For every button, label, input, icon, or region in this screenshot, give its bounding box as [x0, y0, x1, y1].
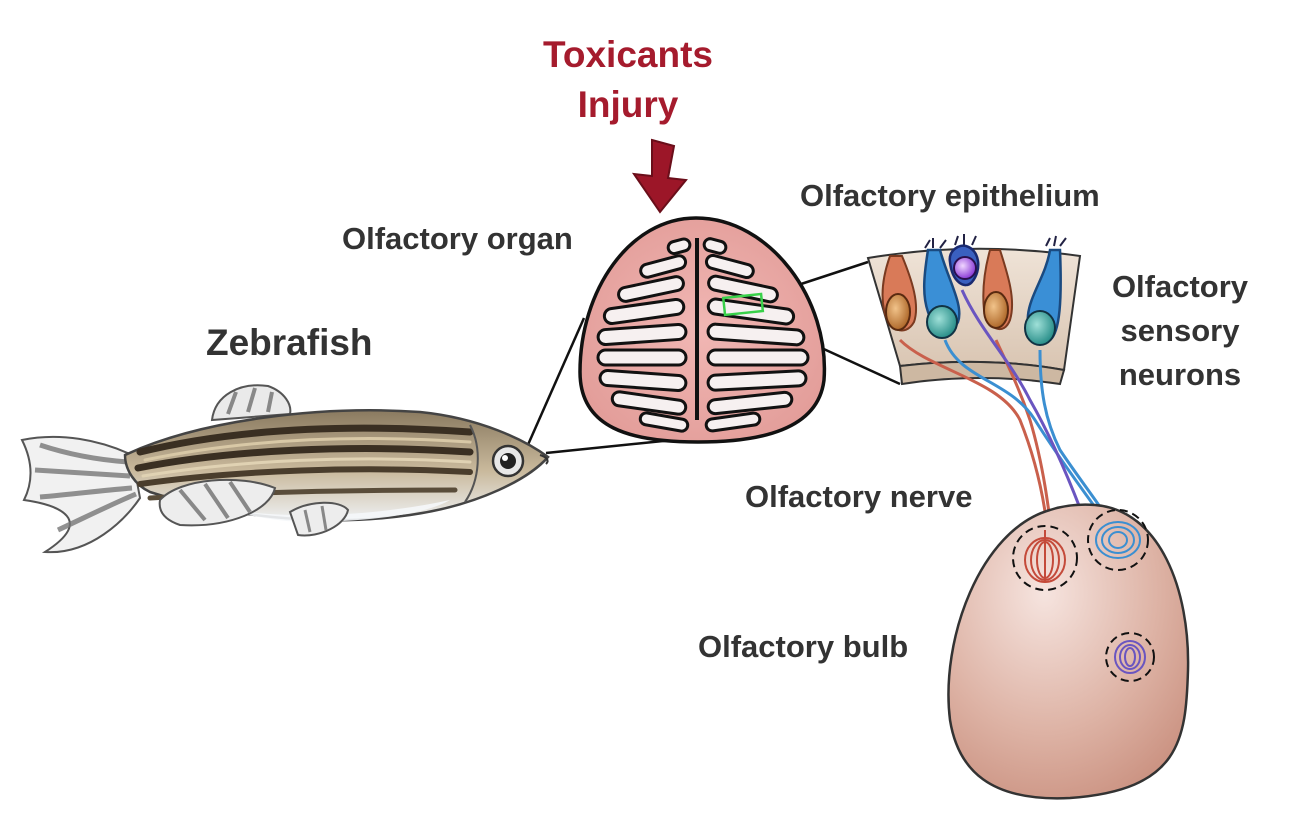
olfactory-bulb	[947, 503, 1190, 800]
sensory-neuron-purple	[948, 234, 980, 287]
olfactory-sensory-neurons-label-line3: neurons	[1118, 357, 1242, 392]
olfactory-organ-rosette	[578, 216, 827, 444]
zebrafish-illustration	[20, 384, 550, 554]
injury-label: Injury	[577, 84, 679, 125]
zebrafish-label: Zebrafish	[206, 322, 373, 363]
olfactory-nerve-label: Olfactory nerve	[745, 479, 973, 514]
support-cell-left	[881, 255, 918, 332]
glomerulus-blue	[1087, 509, 1149, 571]
olfactory-epithelium-block	[866, 234, 1127, 641]
down-arrow-icon	[631, 138, 688, 214]
support-cell-right	[982, 249, 1014, 331]
sensory-neuron-right	[1024, 235, 1067, 346]
olfactory-nerve-axons	[898, 289, 1127, 641]
olfactory-bulb-label: Olfactory bulb	[698, 629, 909, 664]
olfactory-organ-label: Olfactory organ	[342, 221, 573, 256]
zoom-lines-organ-to-epithelium	[797, 260, 901, 386]
toxicants-label: Toxicants	[543, 34, 713, 75]
anal-fin	[288, 501, 350, 537]
olfactory-epithelium-label: Olfactory epithelium	[800, 178, 1100, 213]
highlight-box	[721, 292, 765, 317]
glomerulus-purple	[1105, 632, 1155, 682]
zoom-lines-fish-to-organ	[525, 317, 674, 455]
olfactory-sensory-neurons-label-line1: Olfactory	[1111, 269, 1249, 304]
glomerulus-red	[1012, 525, 1078, 591]
sensory-neuron-left	[923, 238, 961, 339]
olfactory-sensory-neurons-label-line2: sensory	[1120, 313, 1240, 348]
